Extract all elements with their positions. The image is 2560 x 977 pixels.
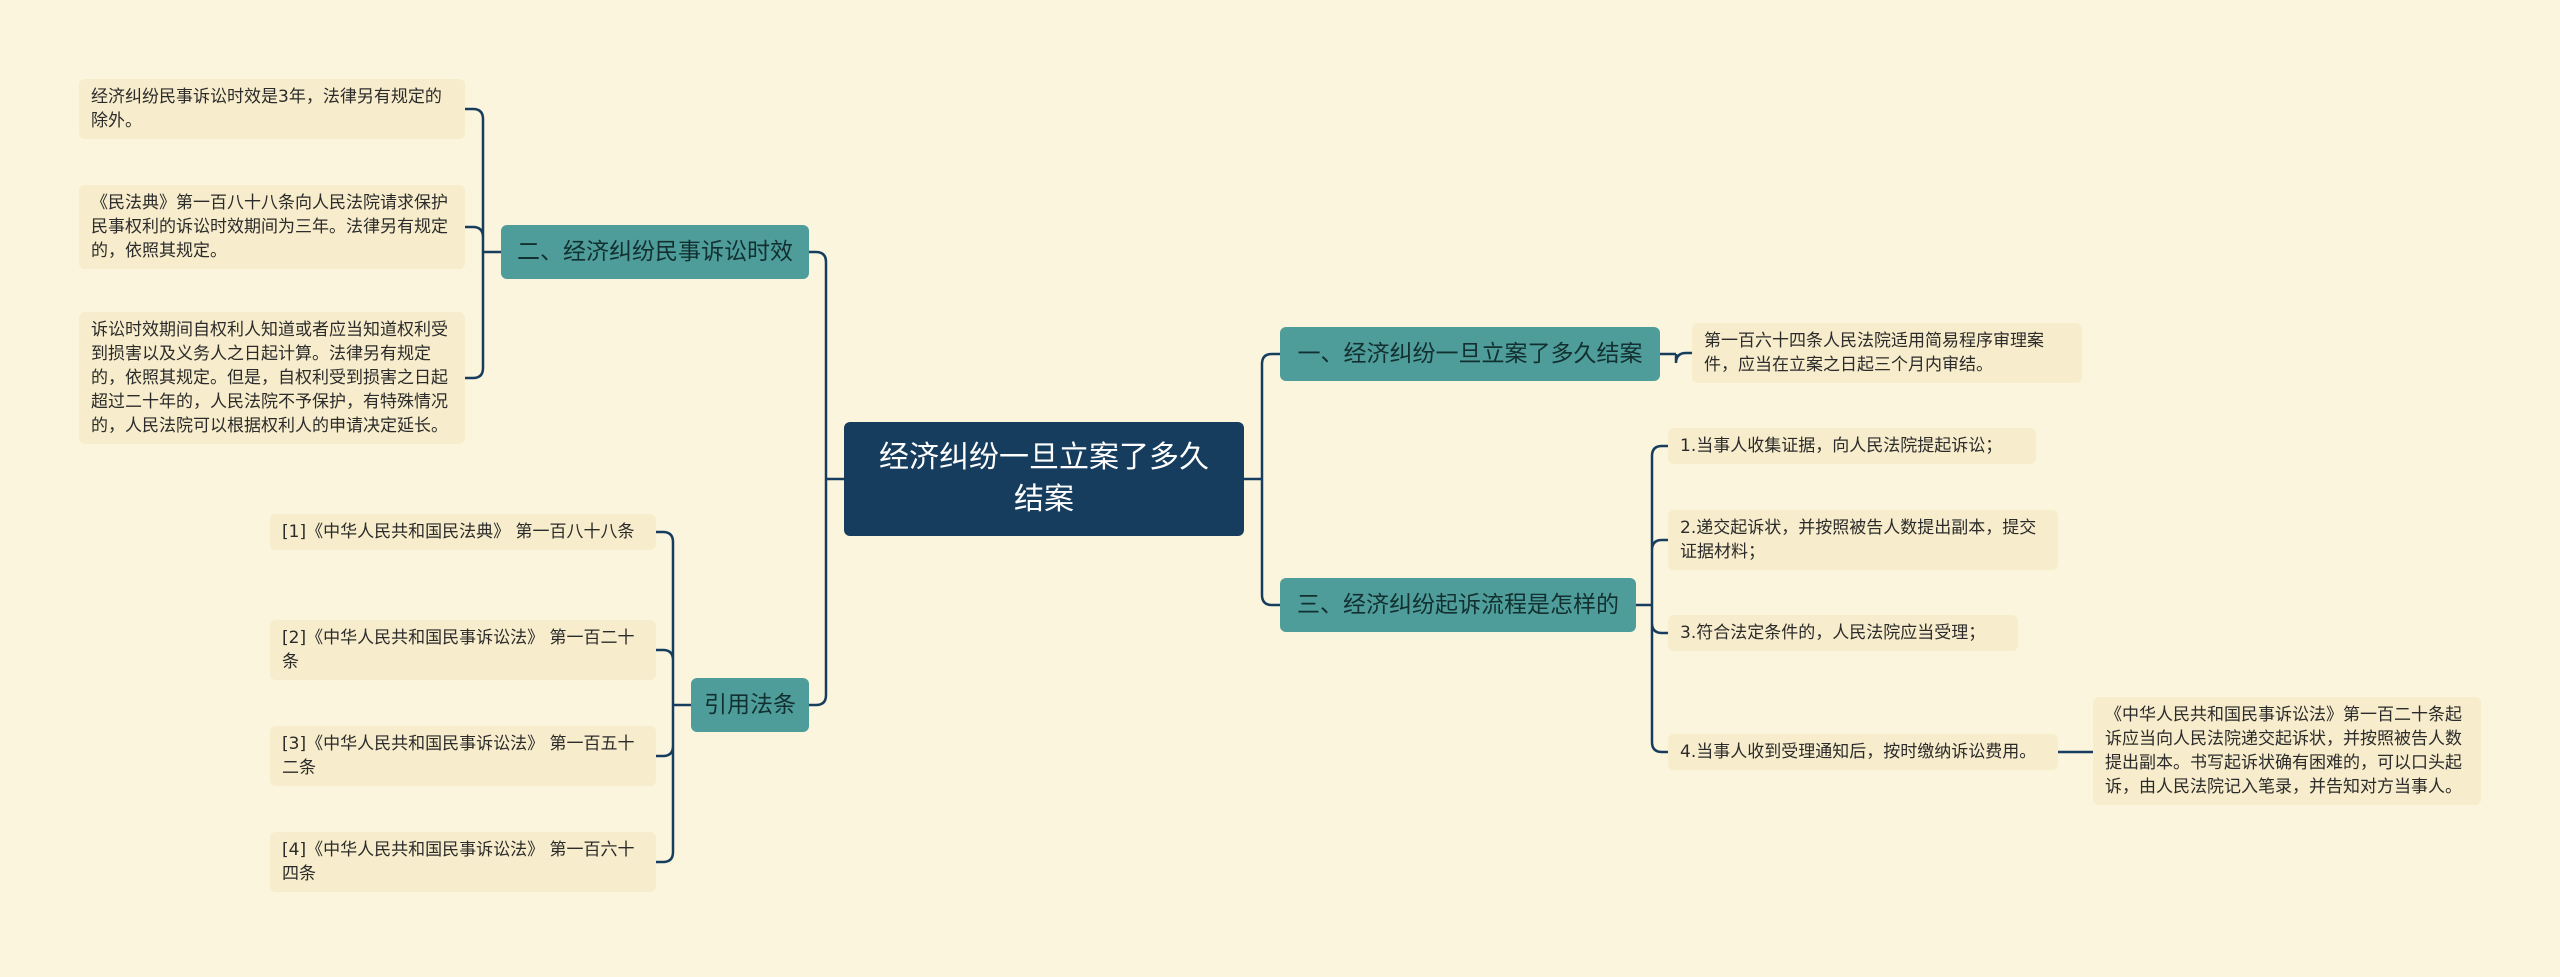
connector <box>1636 444 1668 754</box>
branch-case-duration[interactable]: 一、经济纠纷一旦立案了多久结案 <box>1280 327 1660 381</box>
leaf-text: 经济纠纷民事诉讼时效是3年，法律另有规定的除外。 <box>91 87 442 131</box>
leaf-step-4[interactable]: 4.当事人收到受理通知后，按时缴纳诉讼费用。 <box>1668 734 2058 770</box>
leaf-text: 3.符合法定条件的，人民法院应当受理； <box>1680 623 1986 643</box>
connector <box>656 530 691 864</box>
branch-statute-of-limitations[interactable]: 二、经济纠纷民事诉讼时效 <box>501 225 809 279</box>
leaf-article-164[interactable]: 第一百六十四条人民法院适用简易程序审理案件，应当在立案之日起三个月内审结。 <box>1692 323 2082 383</box>
leaf-text: 2.递交起诉状，并按照被告人数提出副本，提交证据材料； <box>1680 518 2037 562</box>
connector <box>1244 352 1280 607</box>
branch-lawsuit-procedure[interactable]: 三、经济纠纷起诉流程是怎样的 <box>1280 578 1636 632</box>
leaf-step-1[interactable]: 1.当事人收集证据，向人民法院提起诉讼； <box>1668 428 2036 464</box>
branch-cited-laws[interactable]: 引用法条 <box>691 678 809 732</box>
leaf-article-120[interactable]: 《中华人民共和国民事诉讼法》第一百二十条起诉应当向人民法院递交起诉状，并按照被告… <box>2093 697 2481 805</box>
leaf-text: 诉讼时效期间自权利人知道或者应当知道权利受到损害以及义务人之日起计算。法律另有规… <box>91 320 448 436</box>
connector <box>465 107 501 380</box>
leaf-citation-3[interactable]: [3]《中华人民共和国民事诉讼法》 第一百五十二条 <box>270 726 656 786</box>
connector <box>809 250 844 707</box>
connector <box>1660 351 1692 364</box>
leaf-limitation-period[interactable]: 经济纠纷民事诉讼时效是3年，法律另有规定的除外。 <box>79 79 465 139</box>
leaf-civil-code-188[interactable]: 《民法典》第一百八十八条向人民法院请求保护民事权利的诉讼时效期间为三年。法律另有… <box>79 185 465 269</box>
leaf-citation-2[interactable]: [2]《中华人民共和国民事诉讼法》 第一百二十条 <box>270 620 656 680</box>
leaf-citation-1[interactable]: [1]《中华人民共和国民法典》 第一百八十八条 <box>270 514 656 550</box>
leaf-text: [2]《中华人民共和国民事诉讼法》 第一百二十条 <box>282 628 635 672</box>
leaf-citation-4[interactable]: [4]《中华人民共和国民事诉讼法》 第一百六十四条 <box>270 832 656 892</box>
leaf-step-3[interactable]: 3.符合法定条件的，人民法院应当受理； <box>1668 615 2018 651</box>
branch-label: 引用法条 <box>704 692 796 718</box>
root-topic[interactable]: 经济纠纷一旦立案了多久结案 <box>844 422 1244 536</box>
root-title: 经济纠纷一旦立案了多久结案 <box>879 440 1209 517</box>
branch-label: 二、经济纠纷民事诉讼时效 <box>517 239 793 265</box>
leaf-text: 《民法典》第一百八十八条向人民法院请求保护民事权利的诉讼时效期间为三年。法律另有… <box>91 193 448 261</box>
leaf-step-2[interactable]: 2.递交起诉状，并按照被告人数提出副本，提交证据材料； <box>1668 510 2058 570</box>
leaf-text: [3]《中华人民共和国民事诉讼法》 第一百五十二条 <box>282 734 635 778</box>
leaf-text: 4.当事人收到受理通知后，按时缴纳诉讼费用。 <box>1680 742 2037 762</box>
leaf-text: 第一百六十四条人民法院适用简易程序审理案件，应当在立案之日起三个月内审结。 <box>1704 331 2044 375</box>
leaf-text: [1]《中华人民共和国民法典》 第一百八十八条 <box>282 522 635 542</box>
branch-label: 一、经济纠纷一旦立案了多久结案 <box>1297 341 1643 367</box>
leaf-text: 1.当事人收集证据，向人民法院提起诉讼； <box>1680 436 2003 456</box>
leaf-text: [4]《中华人民共和国民事诉讼法》 第一百六十四条 <box>282 840 635 884</box>
leaf-limitation-start[interactable]: 诉讼时效期间自权利人知道或者应当知道权利受到损害以及义务人之日起计算。法律另有规… <box>79 312 465 444</box>
leaf-text: 《中华人民共和国民事诉讼法》第一百二十条起诉应当向人民法院递交起诉状，并按照被告… <box>2105 705 2462 797</box>
branch-label: 三、经济纠纷起诉流程是怎样的 <box>1297 592 1619 618</box>
